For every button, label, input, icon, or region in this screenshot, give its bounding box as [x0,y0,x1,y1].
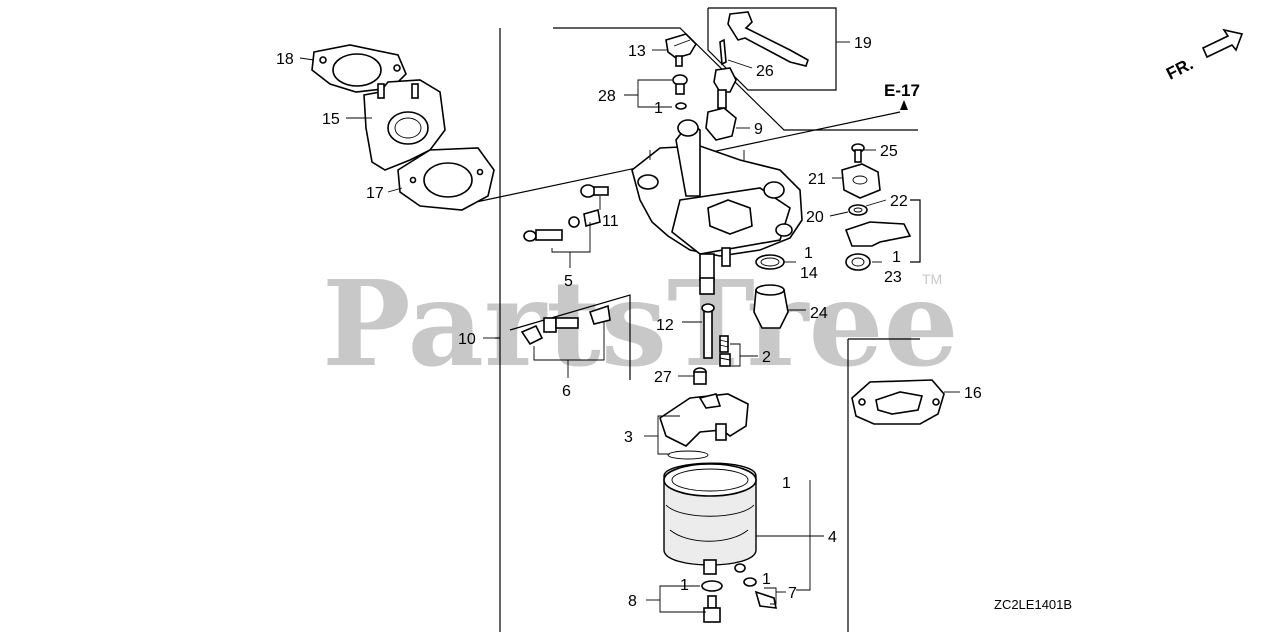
callout-8: 8 [628,593,637,610]
callout-11: 11 [602,213,619,230]
callout-10: 10 [458,331,476,348]
callout-1-f: 1 [762,571,771,588]
part-25-screw [851,143,865,163]
callout-4: 4 [828,529,837,546]
callout-labels: 18 15 17 13 28 1 26 19 9 11 5 10 6 12 2 … [276,35,982,610]
callout-27: 27 [654,369,672,386]
callout-24: 24 [810,305,828,322]
callout-25: 25 [880,143,898,160]
callout-6: 6 [562,383,571,400]
part-13-knob [665,33,698,67]
diagram-code: ZC2LE1401B [994,597,1072,612]
callout-9: 9 [754,121,763,138]
part-3-float [659,393,749,460]
part-28-screw [672,74,688,110]
part-6-screw-set [509,294,631,380]
part-5-pilot-screw [523,208,601,242]
part-24-float-valve [753,284,789,329]
section-reference: E-17 [884,81,920,100]
watermark-brand: PartsTree [322,254,959,393]
part-22-diaphragm [844,199,921,263]
part-18-gasket [311,44,407,93]
part-8-bolt [701,580,723,623]
part-20-washer [848,204,868,216]
callout-13: 13 [628,43,646,60]
callout-12: 12 [656,317,674,334]
part-9-valve [705,67,737,141]
part-23-filter [845,253,871,271]
part-7-drain-screw [743,577,778,609]
part-2-springs [719,335,731,367]
watermark-trademark: TM [922,271,942,287]
part-11-screw [580,184,609,198]
callout-3: 3 [624,429,633,446]
callout-2: 2 [762,349,771,366]
part-15-insulator [362,79,446,171]
callout-21: 21 [808,171,826,188]
callout-23: 23 [884,269,902,286]
callout-22: 22 [890,193,908,210]
callout-1-d: 1 [782,475,791,492]
part-12-float-pin [701,303,715,359]
part-21-cover [841,163,881,199]
front-label: FR. [1163,54,1196,83]
reference-arrow-icon [900,100,908,110]
leader-lines [299,41,960,613]
front-arrow: FR. [1163,28,1244,84]
callout-1-e: 1 [680,577,689,594]
carburetor-body [631,119,803,295]
part-14-oring [755,254,785,270]
callout-28: 28 [598,88,616,105]
callout-1-c: 1 [892,249,901,266]
callout-16: 16 [964,385,982,402]
callout-17: 17 [366,185,384,202]
part-19-lever [707,7,837,91]
callout-1-a: 1 [654,100,663,117]
part-16-gasket [851,379,945,425]
callout-7: 7 [788,585,797,602]
part-4-float-bowl [663,462,757,575]
callout-1-b: 1 [804,245,813,262]
callout-15: 15 [322,111,340,128]
part-27-jet [693,367,707,385]
callout-5: 5 [564,273,573,290]
callout-26: 26 [756,63,774,80]
callout-19: 19 [854,35,872,52]
callout-18: 18 [276,51,294,68]
callout-14: 14 [800,265,818,282]
part-17-gasket [397,147,495,211]
callout-20: 20 [806,209,824,226]
